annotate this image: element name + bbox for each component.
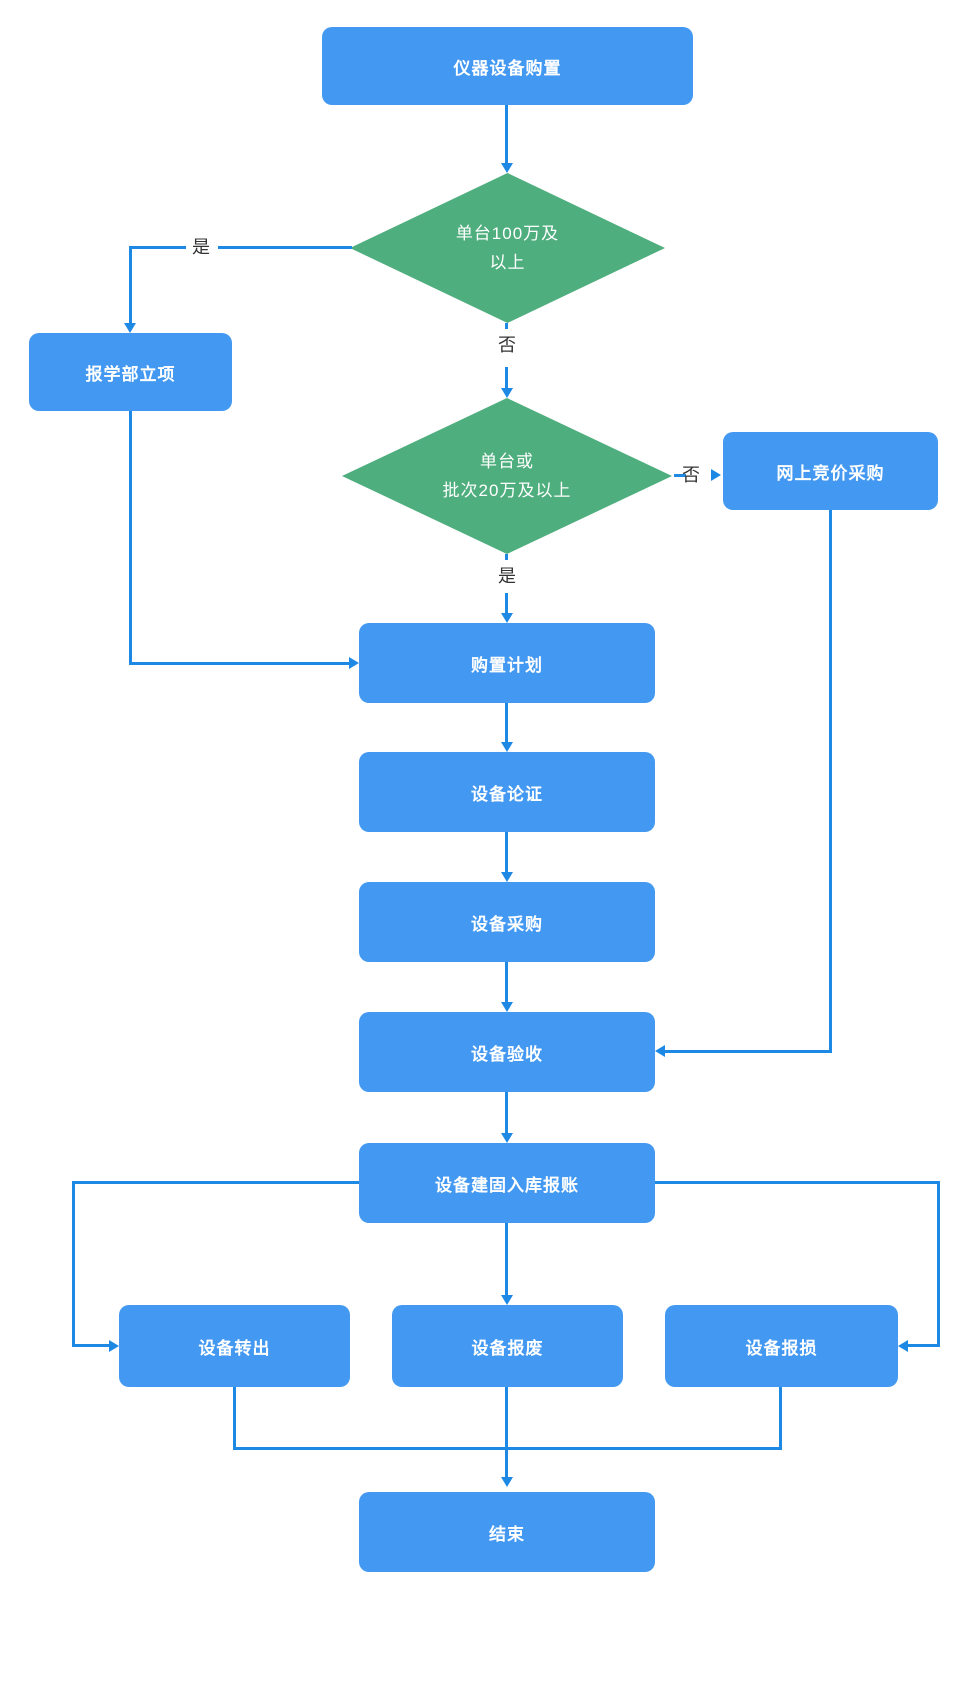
node-decision-100w-line2: 以上 bbox=[489, 253, 526, 272]
edge-d1-yes-line-left bbox=[129, 246, 186, 249]
node-purchase-plan-label: 购置计划 bbox=[471, 655, 543, 675]
edge-start-to-d1-line bbox=[505, 105, 508, 165]
node-equipment-scrap-label: 设备报废 bbox=[471, 1338, 544, 1358]
node-equipment-transfer: 设备转出 bbox=[119, 1305, 350, 1387]
edge-inventory-to-transfer-arrow bbox=[109, 1340, 119, 1352]
node-start-label: 仪器设备购置 bbox=[453, 58, 562, 78]
node-decision-20w-line1: 单台或 bbox=[480, 452, 534, 471]
node-end-label: 结束 bbox=[489, 1524, 525, 1544]
edge-inventory-to-transfer-line-right bbox=[72, 1344, 109, 1347]
node-equipment-transfer-label: 设备转出 bbox=[198, 1338, 271, 1358]
node-equipment-review-label: 设备论证 bbox=[471, 784, 543, 804]
node-report-division: 报学部立项 bbox=[29, 333, 232, 411]
edge-damage-merge-stub bbox=[779, 1387, 782, 1449]
edge-d1-to-d2-line bbox=[505, 367, 508, 389]
edge-merge-to-end-arrow bbox=[501, 1477, 513, 1487]
node-equipment-procurement-label: 设备采购 bbox=[471, 914, 543, 934]
edge-d1-yes-arrow bbox=[124, 323, 136, 333]
node-equipment-inventory: 设备建固入库报账 bbox=[359, 1143, 655, 1223]
edge-d1-to-d2-stub bbox=[505, 323, 508, 329]
node-purchase-plan: 购置计划 bbox=[359, 623, 655, 703]
edge-label-d2-no: 否 bbox=[682, 465, 700, 485]
edge-d1-yes-line-right bbox=[218, 246, 352, 249]
edge-acceptance-to-inventory-line bbox=[505, 1092, 508, 1134]
edge-label-d1-yes: 是 bbox=[192, 237, 210, 257]
node-online-bidding: 网上竞价采购 bbox=[723, 432, 938, 510]
node-decision-100w-line1: 单台100万及 bbox=[455, 224, 560, 243]
edge-procurement-to-acceptance-line bbox=[505, 962, 508, 1003]
edge-d2-to-plan-stub bbox=[505, 554, 508, 560]
edge-d1-yes-line-down bbox=[129, 247, 132, 324]
node-report-division-label: 报学部立项 bbox=[85, 364, 176, 384]
edge-merge-to-end-line bbox=[505, 1387, 508, 1478]
edge-d1-to-d2-arrow bbox=[501, 388, 513, 398]
node-equipment-procurement: 设备采购 bbox=[359, 882, 655, 962]
edge-online-to-acceptance-arrow bbox=[655, 1045, 665, 1057]
node-online-bidding-label: 网上竞价采购 bbox=[776, 463, 885, 483]
node-decision-100w: 单台100万及 以上 bbox=[350, 173, 665, 323]
edge-label-d1-no: 否 bbox=[498, 335, 516, 355]
node-end: 结束 bbox=[359, 1492, 655, 1572]
edge-d2-no-arrow bbox=[711, 469, 721, 481]
edge-report-to-plan-line-right bbox=[129, 662, 349, 665]
edge-inventory-to-damage-line-right bbox=[655, 1181, 940, 1184]
node-decision-20w: 单台或 批次20万及以上 bbox=[342, 398, 672, 554]
edge-inventory-to-damage-line-left bbox=[908, 1344, 940, 1347]
node-equipment-damage: 设备报损 bbox=[665, 1305, 898, 1387]
edge-inventory-to-damage-arrow bbox=[898, 1340, 908, 1352]
edge-d2-no-dash bbox=[674, 474, 686, 477]
node-decision-20w-line2: 批次20万及以上 bbox=[442, 481, 572, 500]
edge-inventory-to-scrap-arrow bbox=[501, 1295, 513, 1305]
edge-inventory-to-scrap-line bbox=[505, 1223, 508, 1296]
edge-inventory-to-transfer-line-down bbox=[72, 1182, 75, 1347]
node-equipment-scrap: 设备报废 bbox=[392, 1305, 623, 1387]
edge-review-to-procurement-line bbox=[505, 832, 508, 873]
edge-inventory-to-transfer-line-left bbox=[72, 1181, 359, 1184]
edge-acceptance-to-inventory-arrow bbox=[501, 1133, 513, 1143]
edge-online-to-acceptance-line-left bbox=[665, 1050, 830, 1053]
node-start: 仪器设备购置 bbox=[322, 27, 693, 105]
edge-online-to-acceptance-line-down bbox=[829, 510, 832, 1053]
edge-d2-to-plan-arrow bbox=[501, 613, 513, 623]
edge-report-to-plan-line-down bbox=[129, 411, 132, 665]
node-equipment-review: 设备论证 bbox=[359, 752, 655, 832]
edge-plan-to-review-arrow bbox=[501, 742, 513, 752]
edge-start-to-d1-arrow bbox=[501, 163, 513, 173]
node-equipment-acceptance: 设备验收 bbox=[359, 1012, 655, 1092]
edge-transfer-merge-stub bbox=[233, 1387, 236, 1449]
node-equipment-damage-label: 设备报损 bbox=[745, 1338, 818, 1358]
edge-review-to-procurement-arrow bbox=[501, 872, 513, 882]
edge-d2-to-plan-line bbox=[505, 593, 508, 614]
node-equipment-acceptance-label: 设备验收 bbox=[471, 1044, 543, 1064]
edge-inventory-to-damage-line-down bbox=[937, 1182, 940, 1347]
edge-label-d2-yes: 是 bbox=[498, 566, 516, 586]
edge-plan-to-review-line bbox=[505, 703, 508, 743]
node-equipment-inventory-label: 设备建固入库报账 bbox=[435, 1175, 579, 1195]
edge-report-to-plan-arrow bbox=[349, 657, 359, 669]
edge-procurement-to-acceptance-arrow bbox=[501, 1002, 513, 1012]
